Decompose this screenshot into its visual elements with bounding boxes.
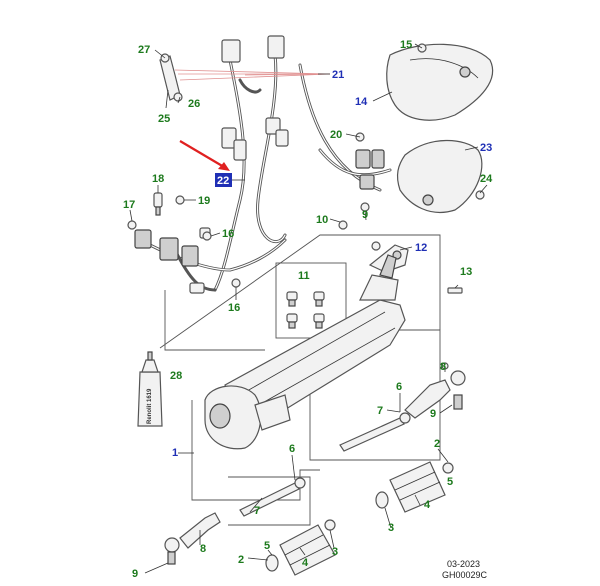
group-box-harness-drop: [164, 290, 265, 351]
sealant-tube: Renolit 1619: [137, 351, 163, 427]
callout-4-left: 4: [302, 557, 309, 569]
steering-boot-right: [375, 461, 454, 513]
steering-boot-left: [265, 519, 336, 576]
bolt-set: [286, 291, 325, 329]
callout-28: 28: [170, 370, 182, 382]
group-box-left-lower: [191, 400, 320, 501]
heat-shield-lower: [396, 139, 485, 214]
callout-5-left: 5: [264, 540, 270, 552]
callout-6-right: 6: [396, 381, 402, 393]
group-box-rack: [159, 234, 441, 349]
callout-18: 18: [152, 173, 164, 185]
footer-date: 03-2023: [447, 559, 481, 569]
callout-17: 17: [123, 199, 135, 211]
callout-16-lower: 16: [228, 302, 240, 314]
callout-22-highlight: [215, 173, 232, 187]
callout-21: 21: [332, 69, 344, 81]
callout-9-right: 9: [430, 408, 436, 420]
callout-8-right: 8: [440, 361, 446, 373]
callout-15: 15: [400, 39, 412, 51]
callout-26: 26: [188, 98, 200, 110]
callout-5-right: 5: [447, 476, 453, 488]
callout-14: 14: [355, 96, 368, 108]
callout-13: 13: [460, 266, 472, 278]
callout-3-right: 3: [388, 522, 394, 534]
callout-10: 10: [316, 214, 328, 226]
callout-3-left: 3: [332, 546, 338, 558]
callout-7-right: 7: [377, 405, 383, 417]
callout-leaders: [129, 43, 488, 574]
inner-tie-rod-left: [239, 477, 306, 517]
steering-rack-assembly: [204, 254, 406, 450]
callout-1: 1: [172, 447, 178, 459]
callout-19: 19: [198, 195, 210, 207]
heat-shield: [386, 43, 494, 121]
callout-23: 23: [480, 142, 492, 154]
callout-12: 12: [415, 242, 427, 254]
callout-7-left: 7: [254, 505, 260, 517]
callout-24: 24: [480, 173, 493, 185]
mounting-bracket: [159, 53, 183, 102]
callout-9-left: 9: [132, 568, 138, 580]
callout-22: 22: [217, 175, 229, 187]
sealant-tube-label: Renolit 1619: [147, 388, 153, 424]
callout-27: 27: [138, 44, 150, 56]
callout-25: 25: [158, 113, 170, 125]
callout-labels: 27 26 25 21 15 14 20 23 22 18 19 17 16 1…: [123, 39, 493, 580]
callout-11: 11: [298, 270, 310, 282]
callout-9-upper: 9: [362, 209, 368, 221]
callout-16-upper: 16: [222, 228, 234, 240]
callout-2-left: 2: [238, 554, 244, 566]
group-box-left-boot: [228, 476, 311, 526]
callout-6-left: 6: [289, 443, 295, 455]
sensor: [153, 192, 163, 216]
inner-tie-rod-right: [339, 412, 411, 452]
callout-8-left: 8: [200, 543, 206, 555]
harness-connectors: [134, 35, 385, 294]
callout-20: 20: [330, 129, 342, 141]
footer-code: GH00029C: [442, 570, 488, 580]
pointer-arrow: [179, 140, 230, 171]
callout-2-right: 2: [434, 438, 440, 450]
callout-4-right: 4: [424, 499, 431, 511]
tie-rod-end-left: [164, 512, 221, 565]
tie-rod-end-right: [404, 362, 466, 419]
